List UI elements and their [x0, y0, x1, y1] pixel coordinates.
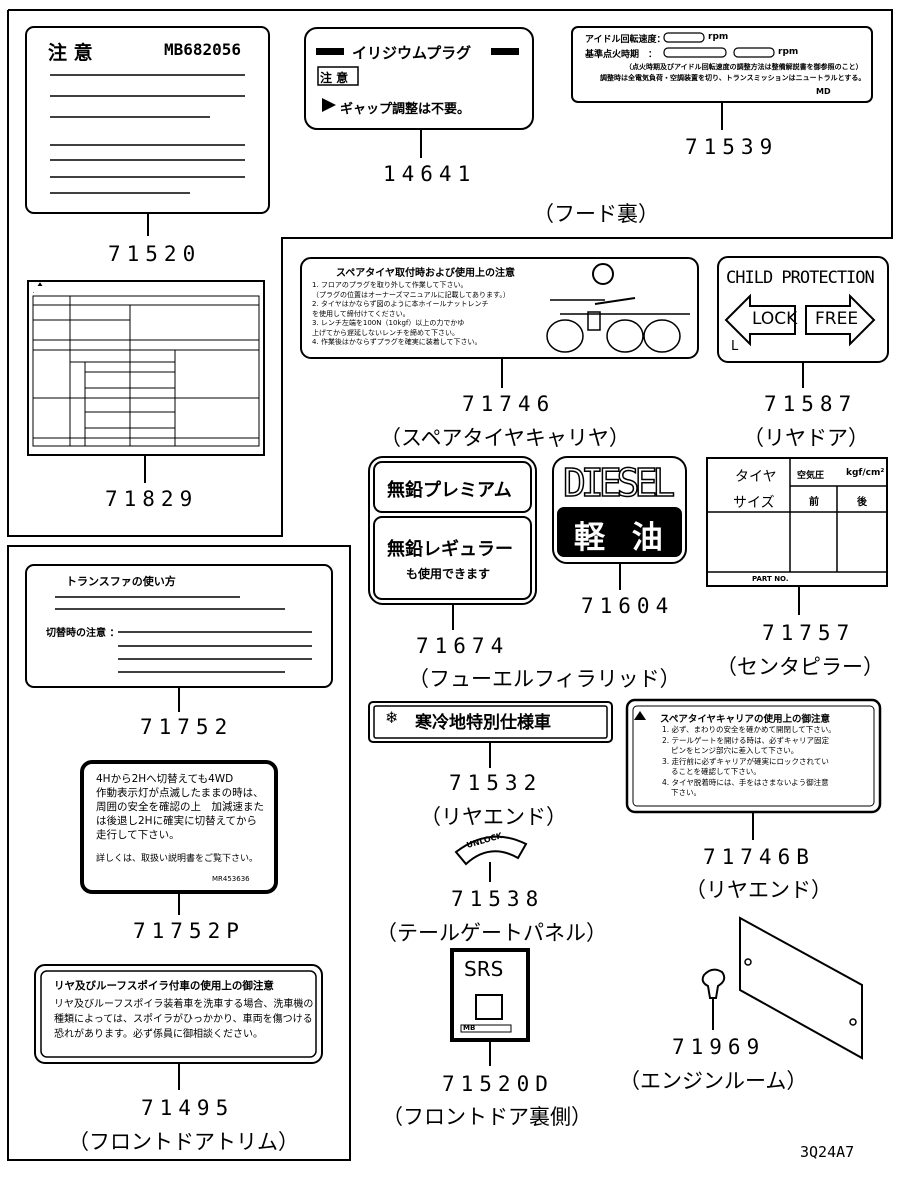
label-71520-code: MB682056: [164, 40, 242, 59]
label-71539-code: MD: [816, 87, 831, 96]
label-71520D-code: MB: [463, 1024, 476, 1032]
plate-71969: [739, 916, 863, 1060]
label-71539-line4: 調整時は全電気負荷・空調装置を切り、トランスミッションはニュートラルとする。: [600, 74, 866, 82]
label-71604-keiyu: 軽 油: [574, 520, 671, 556]
label-71757-pressure: 空気圧: [797, 471, 825, 481]
label-71757: [706, 457, 888, 587]
location-71495: （フロントドアトリム）: [68, 1130, 299, 1154]
label-71532-text: 寒冷地特別仕様車: [415, 713, 551, 733]
part-number-71752: 71752: [140, 715, 234, 739]
label-71539-line2: 基準点火時期 ：: [585, 50, 658, 60]
label-71604-diesel: DIESEL: [562, 460, 676, 506]
location-71538: （テールゲートパネル）: [376, 921, 607, 945]
diagram-code: 3Q24A7: [800, 1143, 855, 1161]
location-71746B: （リヤエンド）: [685, 878, 832, 902]
part-number-71539: 71539: [685, 135, 779, 159]
label-71539-line1: アイドル回転速度：: [585, 35, 666, 45]
label-71829: [27, 280, 265, 456]
label-71757-tire: タイヤ: [735, 469, 777, 485]
location-hood: （フード裏）: [533, 202, 659, 226]
location-71746: （スペアタイヤキャリヤ）: [380, 426, 630, 450]
label-14641: [304, 27, 534, 130]
label-71757-rear: 後: [857, 497, 867, 508]
part-number-14641: 14641: [383, 162, 477, 186]
label-71757-front: 前: [809, 497, 819, 508]
part-number-71969: 71969: [672, 1035, 766, 1059]
label-71587-free: FREE: [815, 309, 859, 329]
label-71752P-detail: 詳しくは、取扱い説明書をご覧下さい。: [96, 854, 259, 864]
hood-group-frame: [7, 9, 893, 537]
label-71752-title: トランスファの使い方: [66, 575, 176, 588]
label-71539-unit2: rpm: [778, 47, 799, 57]
label-71495-text: リヤ及びルーフスポイラ装着車を洗車する場合、洗車機の 種類によっては、スポイラが…: [54, 999, 314, 1040]
label-71674-regular: 無鉛レギュラー: [387, 539, 513, 560]
label-71539-line3: （点火時期及びアイドル回転速度の調整方法は整備解説書を御参照のこと）: [625, 63, 863, 71]
part-number-71532: 71532: [449, 771, 543, 795]
snowflake-icon: ❄: [385, 708, 399, 727]
label-71746: [300, 257, 699, 359]
label-71539-unit1: rpm: [708, 32, 729, 42]
label-71587-title: CHILD PROTECTION: [726, 268, 875, 288]
label-71520D-text: SRS: [464, 957, 504, 981]
part-number-71604: 71604: [581, 594, 675, 618]
part-number-71495: 71495: [141, 1096, 235, 1120]
label-71757-partno: PART NO.: [752, 575, 789, 583]
location-71520D: （フロントドア裏側）: [382, 1105, 592, 1129]
label-71746B-text: 1. 必ず、まわりの安全を確かめて開閉して下さい。 2. テールゲートを開ける時…: [662, 725, 836, 797]
part-number-71587: 71587: [764, 392, 858, 416]
label-71538: [454, 835, 528, 866]
label-71746-text: 1. フロアのプラグを取り外して作業して下さい。 （プラグの位置はオーナーズマニ…: [312, 281, 510, 346]
label-71495-title: リヤ及びルーフスポイラ付車の使用上の御注意: [54, 980, 274, 992]
part-number-71746B: 71746B: [703, 845, 815, 869]
location-71532: （リヤエンド）: [420, 805, 567, 829]
part-number-71674: 71674: [416, 634, 510, 658]
location-71757: （センタピラー）: [716, 655, 884, 679]
label-71746-title: スペアタイヤ取付時および使用上の注意: [336, 268, 515, 279]
label-71520-heading: 注 意: [48, 42, 93, 64]
part-number-71520D: 71520D: [442, 1072, 554, 1096]
label-14641-text: ギャップ調整は不要。: [340, 102, 471, 117]
label-71752-caution: 切替時の注意 ：: [46, 628, 120, 639]
label-71752P-text: 4Hから2Hへ切替えても4WD 作動表示灯が点滅したままの時は、 周囲の安全を確…: [96, 773, 264, 841]
part-number-71746: 71746: [462, 392, 556, 416]
location-71674: （フューエルフィラリッド）: [408, 667, 681, 691]
label-14641-caution: 注 意: [320, 71, 349, 85]
label-71674-premium: 無鉛プレミアム: [387, 480, 512, 501]
label-71757-unit: kgf/cm²: [846, 468, 885, 478]
label-14641-title: イリジウムプラグ: [352, 44, 472, 62]
part-number-71538: 71538: [451, 887, 545, 911]
part-number-71752P: 71752P: [133, 919, 245, 943]
location-71969: （エンジンルーム）: [619, 1069, 808, 1093]
label-71587-lock: LOCK: [752, 309, 798, 329]
clip-71969: [701, 968, 726, 999]
part-number-71520: 71520: [108, 242, 202, 266]
trim-group-frame: [7, 545, 351, 1161]
label-71674-note: も使用できます: [406, 567, 491, 581]
part-number-71757: 71757: [762, 621, 856, 645]
label-71587-side: L: [731, 339, 739, 354]
label-71752P-code: MR453636: [212, 875, 250, 883]
location-71587: （リヤドア）: [743, 426, 869, 450]
label-71746B-title: スペアタイヤキャリアの使用上の御注意: [660, 714, 831, 725]
label-71757-size: サイズ: [733, 495, 775, 511]
part-number-71829: 71829: [105, 487, 199, 511]
